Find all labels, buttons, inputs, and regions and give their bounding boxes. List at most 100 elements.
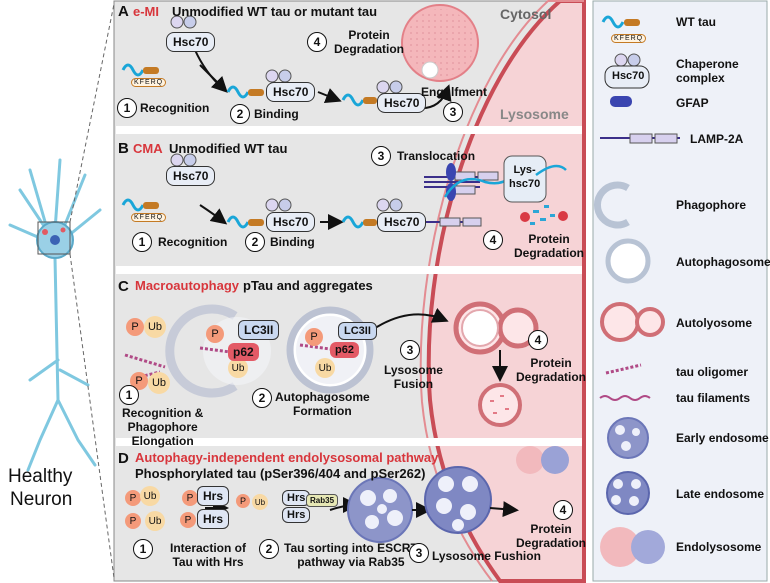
cytosol-label: Cytosol [500,6,552,22]
step-b1-label: Recognition [158,235,228,249]
phospho-chip-c3: P [206,325,224,343]
step-c4-number: 4 [528,330,548,350]
ub-chip-d1: Ub [140,486,160,506]
legend-label-gfap: GFAP [676,96,709,110]
neuron-illustration [8,158,102,472]
step-b3-label: Translocation [397,149,476,163]
step-a4-label: Protein Degradation [334,28,405,56]
kferq-motif-a: KFERQ [131,78,167,87]
panel-a-letter: A [118,3,129,20]
phospho-chip-c4: P [305,328,323,346]
step-d1-number: 1 [133,539,153,559]
phospho-chip-d2: P [125,513,141,529]
panel-d-pathway: Autophagy-independent endolysosomal path… [135,450,439,465]
separator-cd [116,438,582,446]
hsc70-box-b1: Hsc70 [166,166,216,186]
lamp2a-icon [600,133,680,144]
step-b2-label: Binding [270,235,315,249]
lys-hsc70-label: Lys- hsc70 [509,164,541,190]
step-c1-number: 1 [119,385,139,405]
panel-c-letter: C [118,278,129,295]
panel-a-pathway: e-MI [133,4,159,19]
hrs-box-1: Hrs [197,486,230,506]
neuron-label-line1: Healthy [8,466,73,487]
legend-label-chaperone: Chaperone complex [676,57,739,85]
phospho-chip-d3: P [182,490,198,506]
phospho-chip-d5: P [236,494,250,508]
panel-c-pathway: Macroautophagy [135,278,240,293]
hrs-box-4: Hrs [282,507,311,523]
panel-b-pathway: CMA [133,141,163,156]
step-c3-label: Lysosome Fusion [384,363,443,391]
endolysosome-icon [600,527,665,567]
ub-chip-d3: Ub [252,494,268,510]
legend-hsc70-text: Hsc70 [612,70,645,82]
step-a2-number: 2 [230,104,250,124]
step-a1-label: Recognition [140,101,210,115]
hrs-box-2: Hrs [197,509,230,529]
tau-filaments-icon [599,395,651,401]
step-b4-number: 4 [483,230,503,250]
ub-chip-c2: Ub [148,372,170,394]
panel-d-subtitle: Phosphorylated tau (pSer396/404 and pSer… [135,466,426,481]
step-d3-label: Lysosome Fushion [432,549,541,563]
step-d2-number: 2 [259,539,279,559]
step-c1-label: Recognition & Phagophore Elongation [122,406,204,448]
rab35-box: Rab35 [306,494,339,507]
step-a3-number: 3 [443,102,463,122]
autolysosome-icon [600,302,665,342]
phagophore-icon [594,181,630,229]
legend-kferq: KFERQ [611,34,647,43]
ub-chip-c4: Ub [315,358,335,378]
legend-label-wt-tau: WT tau [676,15,716,29]
step-d4-label: Protein Degradation [516,522,587,550]
separator-bc [116,266,582,274]
tau-oligomer-icon [605,363,642,375]
step-d4-number: 4 [553,500,573,520]
step-a2-label: Binding [254,107,299,121]
panel-d-graphics [205,446,569,543]
panel-d-letter: D [118,450,129,467]
step-b3-number: 3 [371,146,391,166]
zoom-box [37,221,71,255]
step-b4-label: Protein Degradation [514,232,585,260]
early-endosome-icon [607,417,649,459]
legend-label-early-endosome: Early endosome [676,431,769,445]
p62-box-2: p62 [330,342,359,358]
legend-label-lamp2a: LAMP-2A [690,132,744,146]
ub-chip-c1: Ub [144,316,166,338]
lc3ii-box-1: LC3II [238,320,280,340]
hsc70-box-a2: Hsc70 [266,82,316,102]
step-a3-label: Engulfment [421,85,487,99]
wt-tau-icon [601,15,640,29]
separator-ab [116,126,582,134]
panel-b-letter: B [118,140,129,157]
legend-label-tau-oligomer: tau oligomer [676,365,749,379]
step-c3-number: 3 [400,340,420,360]
phospho-chip-c1: P [126,318,144,336]
hsc70-box-a3: Hsc70 [377,93,427,113]
step-a4-number: 4 [307,32,327,52]
legend-icons [594,15,680,567]
neuron-label-line2: Neuron [10,489,73,510]
panel-b-graphics [121,153,568,230]
step-b2-number: 2 [245,232,265,252]
step-a1-number: 1 [117,98,137,118]
legend-label-autophagosome: Autophagosome [676,255,770,269]
panel-a-graphics [121,4,479,110]
legend-label-tau-filaments: tau filaments [676,391,751,405]
panel-c-subtitle: pTau and aggregates [243,278,373,293]
step-b1-number: 1 [132,232,152,252]
lc3ii-box-2: LC3II [338,322,377,340]
p62-box-1: p62 [228,343,259,361]
lysosome-membrane [426,0,586,583]
phospho-chip-d1: P [125,490,141,506]
legend-label-endolysosome: Endolysosome [676,540,762,554]
ub-chip-d2: Ub [145,511,165,531]
ub-chip-c3: Ub [228,358,248,378]
step-d1-label: Interaction of Tau with Hrs [170,541,247,569]
step-c4-label: Protein Degradation [516,356,587,384]
phospho-chip-c2: P [130,372,148,390]
legend-label-late-endosome: Late endosome [676,487,765,501]
